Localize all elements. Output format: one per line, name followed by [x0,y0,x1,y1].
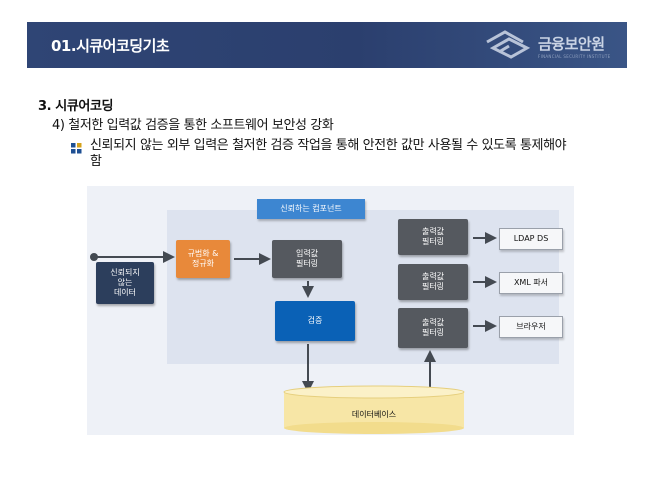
logo-text: 금융보안원 [538,35,605,53]
header-bar: 01.시큐어코딩기초 금융보안원 FINANCIAL SECURITY INST… [27,22,627,68]
input-filtering-node: 입력값 필터링 [272,240,342,278]
untrusted-data-node: 신뢰되지 않는 데이터 [96,262,154,304]
output-filtering-node-1: 출력값 필터링 [398,219,468,255]
trusted-component-label: 신뢰하는 컴포넌트 [257,199,365,219]
browser-target: 브라우저 [499,316,563,338]
fsi-logo-icon [486,30,531,59]
diagram-arrows [90,232,497,434]
input-validation-diagram: 신뢰하는 컴포넌트 신뢰되지 않는 데이터 규범화 & 정규화 입력값 필터링 … [87,186,574,435]
output-filtering-node-3: 출력값 필터링 [398,308,468,348]
normalization-node: 규범화 & 정규화 [176,240,230,278]
xml-parser-target: XML 파서 [499,272,563,294]
database-label: 데이터베이스 [351,410,397,419]
bullet-icon [71,143,82,154]
ldap-ds-target: LDAP DS [499,228,563,250]
bullet-text: 신뢰되지 않는 외부 입력은 철저한 검증 작업을 통해 안전한 값만 사용될 … [90,138,567,169]
validation-node: 검증 [275,301,355,341]
output-filtering-node-2: 출력값 필터링 [398,264,468,300]
logo-subtext: FINANCIAL SECURITY INSTITUTE [538,54,611,59]
database-cylinder [283,385,465,434]
subsection-title: 4) 철저한 입력값 검증을 통한 소프트웨어 보안성 강화 [52,118,334,133]
header-title: 01.시큐어코딩기초 [51,37,170,55]
section-title: 3. 시큐어코딩 [38,99,114,114]
